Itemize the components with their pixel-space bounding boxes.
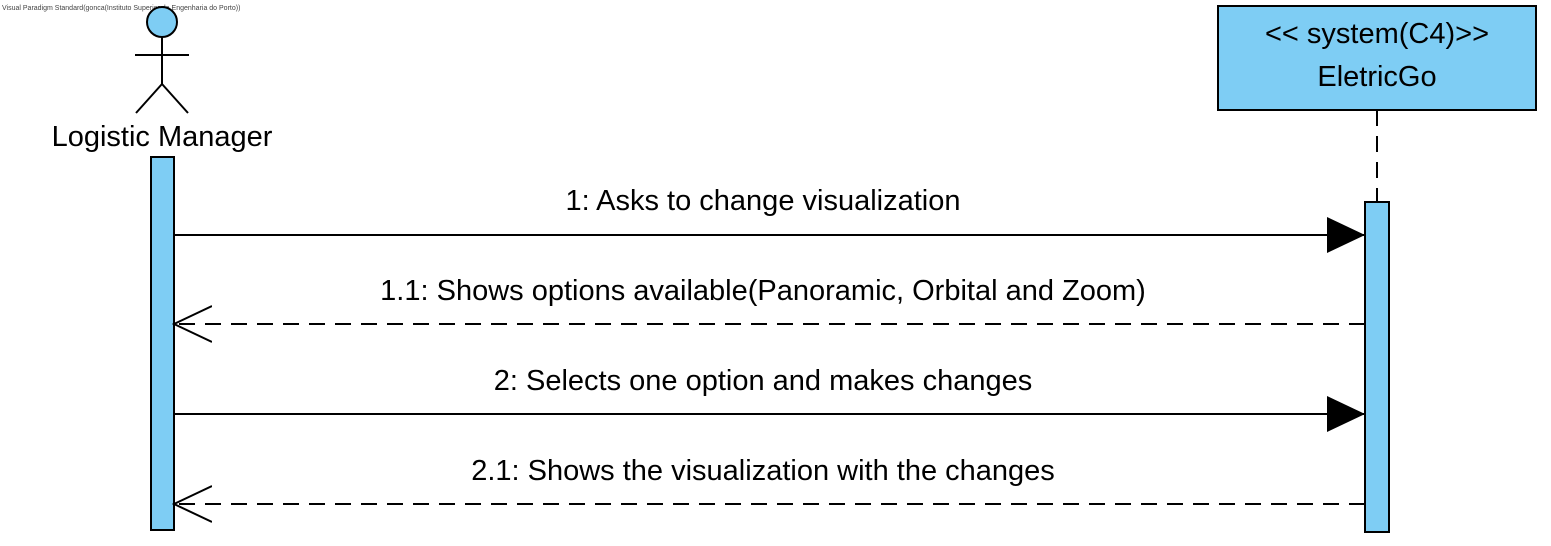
system-box[interactable]: << system(C4)>> EletricGo bbox=[1217, 5, 1537, 111]
message-1-label: 1: Asks to change visualization bbox=[566, 185, 961, 217]
message-2[interactable]: 2: Selects one option and makes changes bbox=[174, 365, 1365, 432]
stick-figure-actor-icon[interactable] bbox=[135, 6, 189, 114]
message-1[interactable]: 1: Asks to change visualization bbox=[174, 185, 1365, 253]
system-activation-bar bbox=[1364, 201, 1390, 533]
actor-activation-bar bbox=[150, 156, 175, 531]
message-2-1[interactable]: 2.1: Shows the visualization with the ch… bbox=[174, 455, 1365, 504]
message-1-1[interactable]: 1.1: Shows options available(Panoramic, … bbox=[174, 275, 1365, 324]
actor-name-label: Logistic Manager bbox=[52, 121, 273, 153]
message-2-1-label: 2.1: Shows the visualization with the ch… bbox=[471, 455, 1055, 487]
message-1-1-label: 1.1: Shows options available(Panoramic, … bbox=[380, 275, 1146, 307]
system-name-label: EletricGo bbox=[1317, 61, 1436, 93]
system-stereotype-label: << system(C4)>> bbox=[1265, 18, 1489, 50]
watermark-text: Visual Paradigm Standard(gonca(Instituto… bbox=[2, 5, 240, 12]
message-2-label: 2: Selects one option and makes changes bbox=[494, 365, 1032, 397]
